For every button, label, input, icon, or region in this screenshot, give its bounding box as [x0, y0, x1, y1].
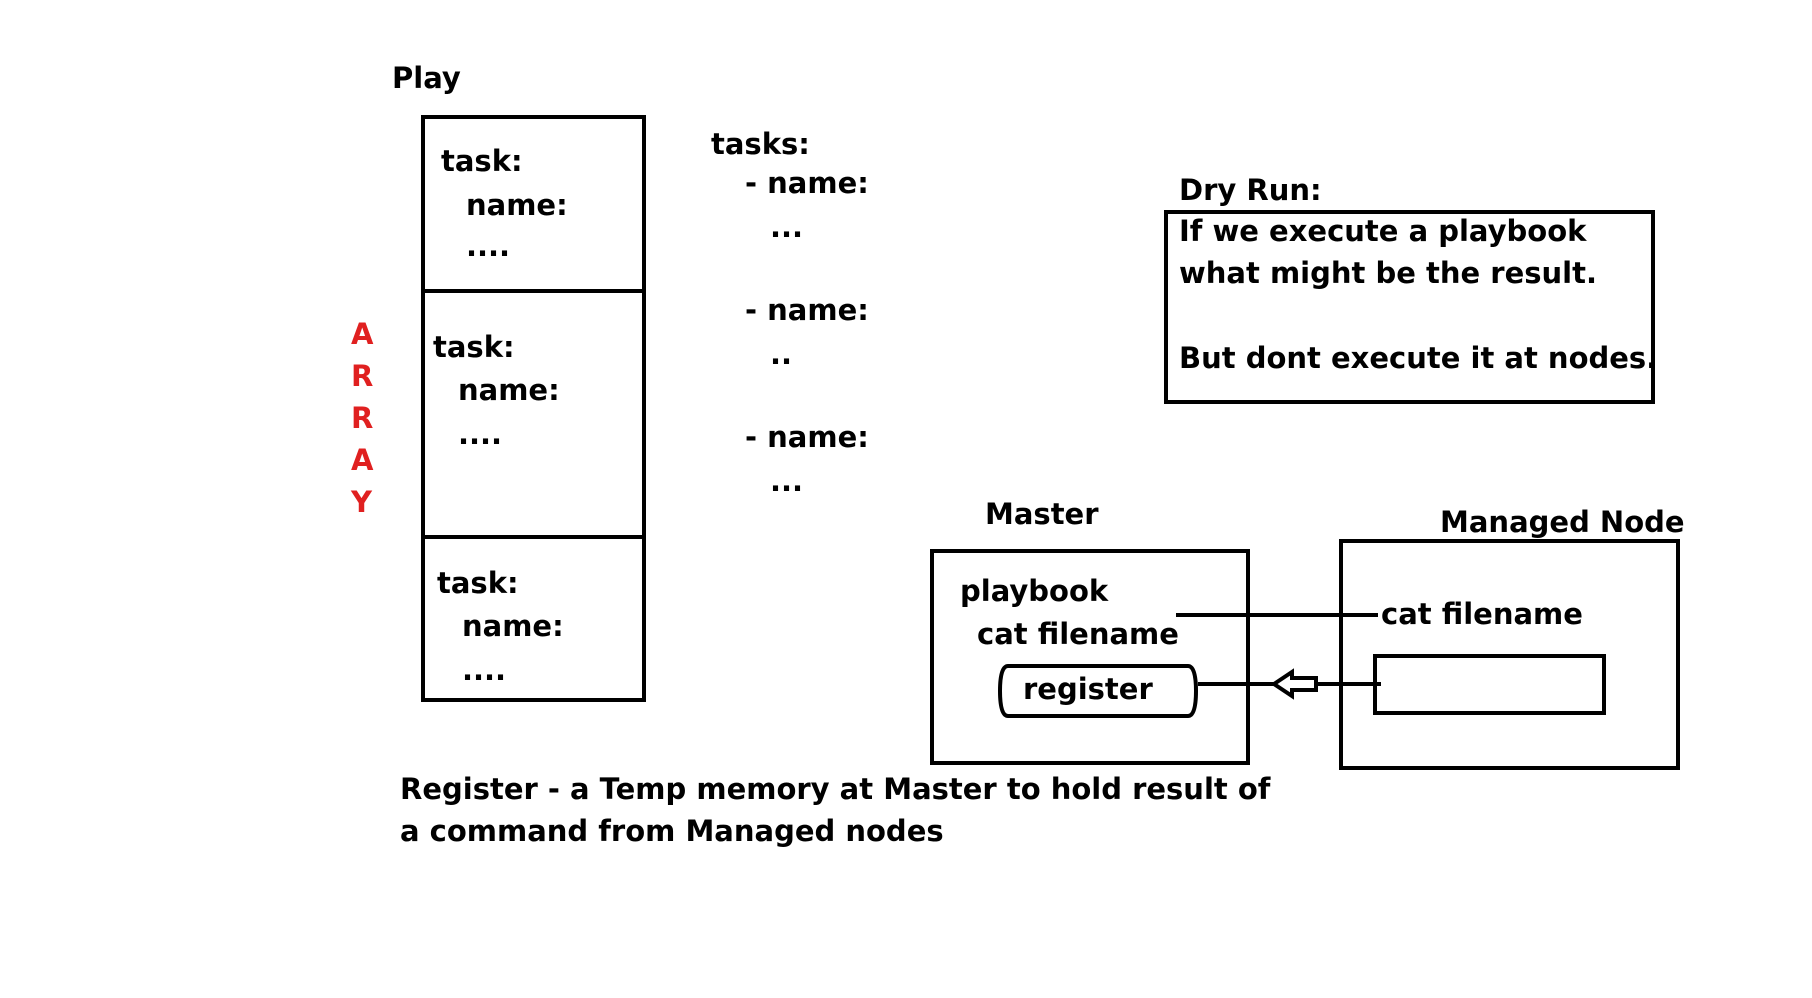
result-connector-line — [1198, 682, 1274, 686]
task-divider — [421, 535, 646, 539]
master-command: cat filename — [977, 617, 1179, 651]
register-note-line: a command from Managed nodes — [400, 814, 944, 848]
playbook-label: playbook — [960, 574, 1109, 608]
result-connector-line — [1318, 682, 1381, 686]
master-title: Master — [985, 497, 1099, 531]
yaml-header: tasks: — [711, 127, 810, 161]
task-label: task: — [437, 566, 519, 600]
play-box — [421, 115, 646, 702]
dry-run-line: what might be the result. — [1179, 256, 1597, 290]
name-label: name: — [466, 188, 568, 222]
ellipsis-text: .... — [462, 653, 507, 687]
register-shape — [997, 664, 1199, 718]
ellipsis-text: .... — [466, 229, 511, 263]
managed-node-command: cat filename — [1381, 597, 1583, 631]
register-note-line: Register - a Temp memory at Master to ho… — [400, 772, 1271, 806]
dry-run-line: If we execute a playbook — [1179, 214, 1587, 248]
yaml-name-item: - name: — [745, 293, 869, 327]
ellipsis-text: .... — [458, 417, 503, 451]
managed-node-box — [1339, 539, 1680, 770]
command-connector-line — [1176, 613, 1378, 617]
array-letter: R — [351, 359, 374, 393]
task-label: task: — [433, 330, 515, 364]
dry-run-box — [1164, 210, 1655, 404]
ellipsis-text: ... — [770, 464, 804, 498]
yaml-name-item: - name: — [745, 420, 869, 454]
play-title: Play — [392, 61, 461, 95]
dry-run-line: But dont execute it at nodes. — [1179, 341, 1658, 375]
result-arrow-icon — [1270, 668, 1318, 700]
array-letter: A — [351, 317, 374, 351]
array-letter: Y — [351, 485, 372, 519]
task-divider — [421, 289, 646, 293]
result-box — [1373, 654, 1606, 715]
array-letter: A — [351, 443, 374, 477]
task-label: task: — [441, 144, 523, 178]
ellipsis-text: .. — [770, 337, 793, 371]
name-label: name: — [458, 373, 560, 407]
array-letter: R — [351, 401, 374, 435]
managed-node-title: Managed Node — [1440, 505, 1685, 539]
ellipsis-text: ... — [770, 210, 804, 244]
master-box — [930, 549, 1250, 765]
name-label: name: — [462, 609, 564, 643]
register-label: register — [1023, 672, 1153, 706]
dry-run-title: Dry Run: — [1179, 173, 1322, 207]
yaml-name-item: - name: — [745, 166, 869, 200]
